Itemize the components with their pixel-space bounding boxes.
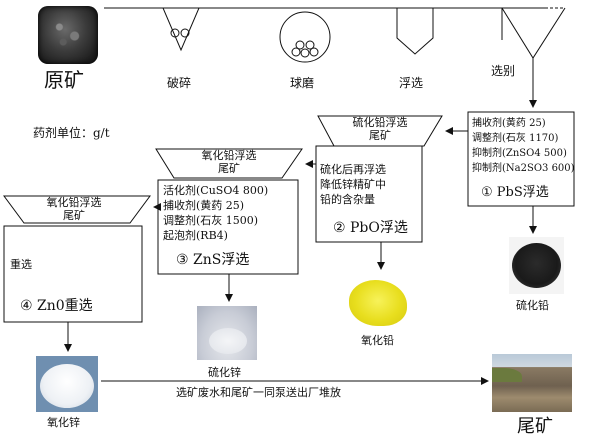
separation-cone-icon — [501, 7, 566, 59]
zns-title: ③ ZnS浮选 — [176, 252, 250, 268]
crusher-icon — [162, 7, 200, 52]
zno-product-label: 氧化锌 — [47, 416, 80, 429]
pbo-tailings-tank — [155, 148, 303, 179]
zno-method: 重选 — [10, 258, 32, 271]
pbo-description: 硫化后再浮选 降低锌精矿中 铅的含杂量 — [320, 163, 386, 206]
zinc-sulfide-photo — [197, 306, 257, 360]
pbs-tailings-label: 硫化铅浮选 尾矿 — [352, 116, 408, 143]
zno-gravity-box — [3, 225, 143, 323]
ball-mill-icon — [279, 11, 331, 63]
pbo-flotation-box — [315, 145, 423, 243]
pbs-product-label: 硫化铅 — [516, 299, 549, 312]
zns-tailings-label: 氧化铅浮选 尾矿 — [46, 196, 102, 223]
pbs-reagents: 捕收剂(黄药 25) 调整剂(石灰 1170) 抑制剂(ZnSO4 500) 抑… — [472, 118, 575, 174]
ball-mill-label: 球磨 — [290, 76, 315, 90]
zns-reagents: 活化剂(CuSO4 800) 捕收剂(黄药 25) 调整剂(石灰 1500) 起… — [163, 184, 269, 242]
zns-tailings-tank — [3, 195, 151, 224]
tailings-photo — [492, 354, 572, 412]
zno-title: ④ Zn0重选 — [20, 298, 93, 314]
pbo-tailings-label: 氧化铅浮选 尾矿 — [201, 149, 257, 176]
separation-label: 选别 — [491, 64, 516, 78]
lead-sulfide-photo — [509, 237, 564, 294]
pbs-title: ① PbS浮选 — [481, 185, 549, 200]
lead-oxide-photo — [347, 274, 409, 330]
zinc-oxide-photo — [36, 356, 98, 412]
unit-note: 药剂单位：g/t — [33, 126, 110, 140]
pbo-product-label: 氧化铅 — [361, 334, 394, 347]
pbs-flotation-box — [467, 111, 575, 207]
pbo-title: ② PbO浮选 — [333, 220, 408, 236]
zns-product-label: 硫化锌 — [208, 366, 241, 379]
flotation-cell-icon — [396, 8, 434, 55]
bottom-note: 选矿废水和尾矿一同泵送出厂堆放 — [176, 386, 341, 399]
pbs-tailings-tank — [317, 115, 443, 147]
raw-ore-photo — [38, 6, 98, 64]
zns-flotation-box — [157, 179, 299, 275]
tailings-label: 尾矿 — [517, 416, 553, 437]
flotation-label: 浮选 — [399, 76, 424, 90]
raw-ore-label: 原矿 — [44, 68, 84, 92]
crushing-label: 破碎 — [167, 76, 192, 90]
